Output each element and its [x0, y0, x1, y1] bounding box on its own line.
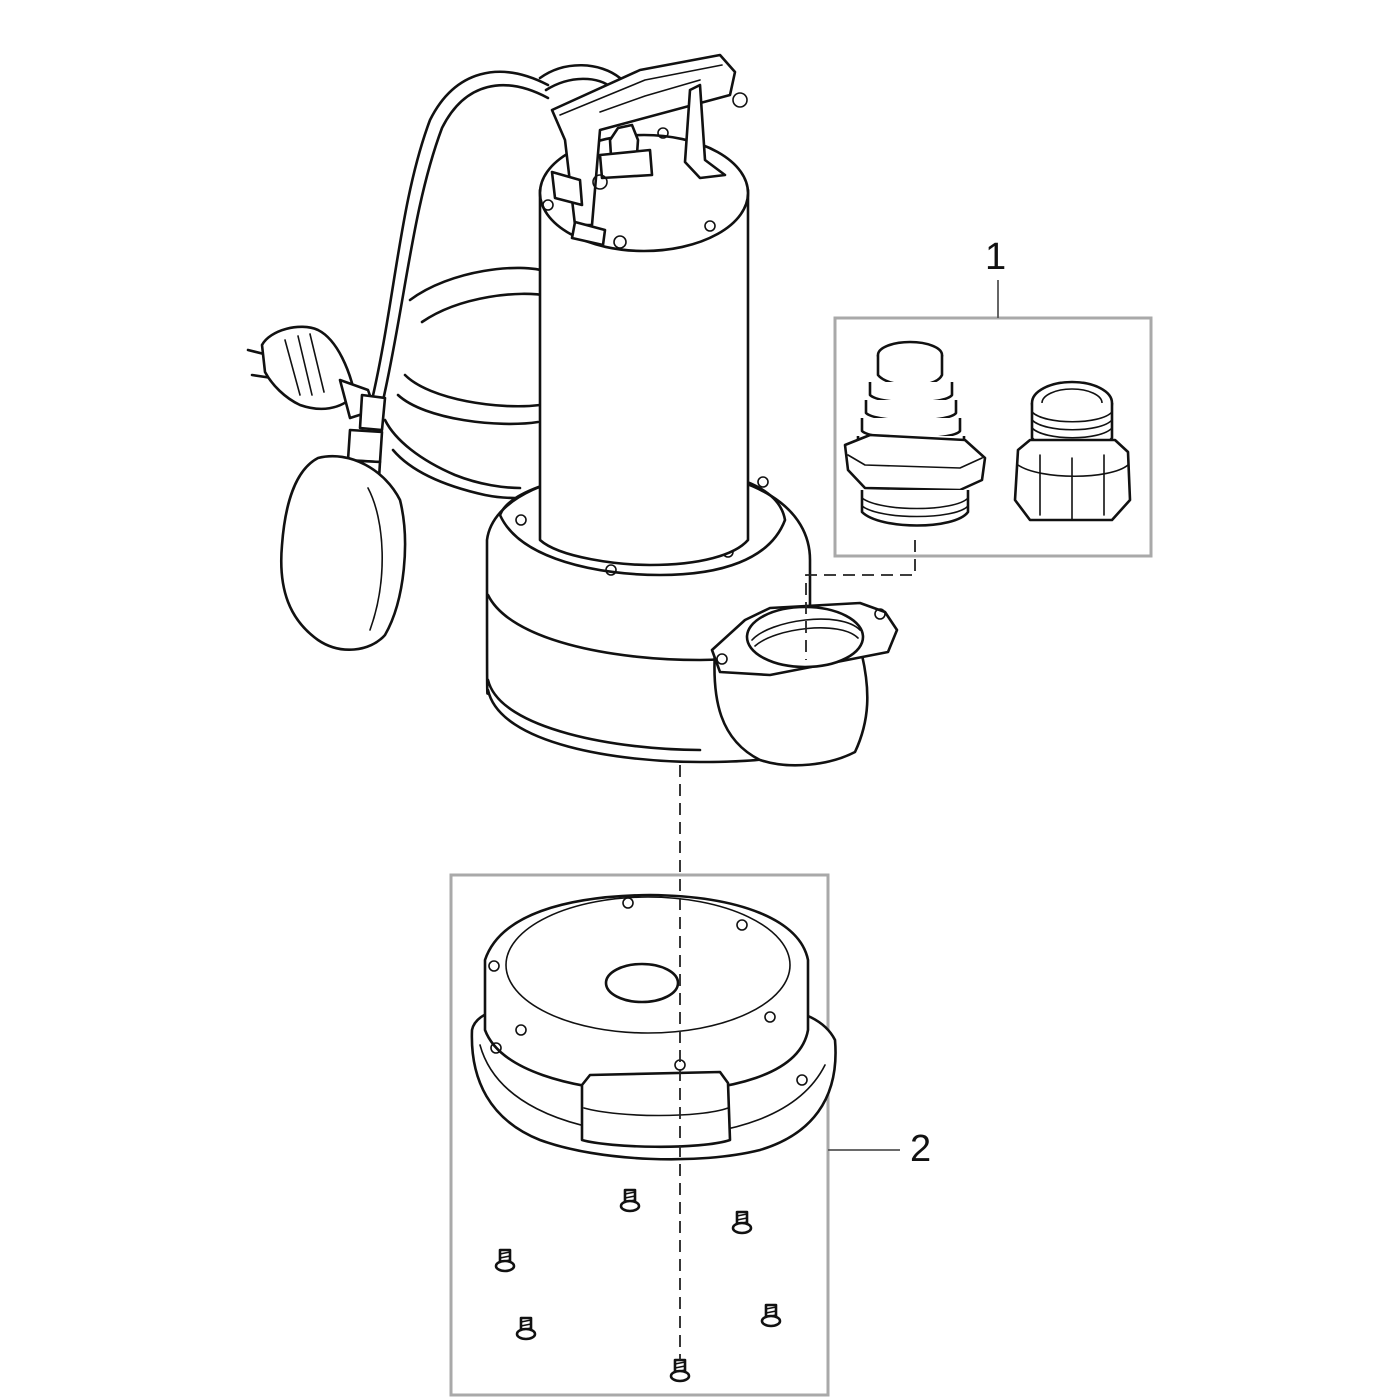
part-box-2	[449, 873, 830, 1397]
mounting-screws	[494, 1188, 782, 1383]
part-box-1	[833, 316, 1153, 558]
screw	[619, 1188, 641, 1213]
threaded-adapter	[1013, 380, 1132, 522]
screw	[760, 1303, 782, 1328]
screw	[515, 1316, 537, 1341]
connector-nipple	[843, 340, 987, 527]
callout-label-1: 1	[985, 236, 1007, 278]
screw	[669, 1358, 691, 1383]
float-switch	[280, 428, 407, 651]
plug	[246, 325, 387, 432]
screw	[494, 1248, 516, 1273]
callout-label-2: 2	[910, 1128, 932, 1170]
outlet-port	[710, 601, 899, 767]
base-plate	[470, 893, 837, 1161]
carry-handle	[550, 53, 748, 247]
screw	[731, 1210, 753, 1235]
